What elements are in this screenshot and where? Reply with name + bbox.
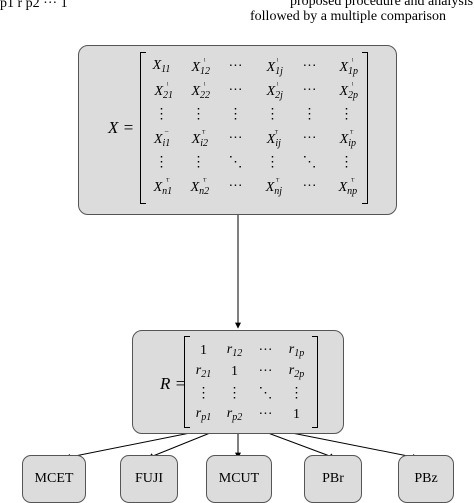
matrix-x-cell-6-2: Xn2ᵀ — [190, 176, 210, 197]
matrix-x-cell-5-6: ⋮ — [339, 155, 354, 170]
matrix-x-cell-5-4: ⋮ — [265, 155, 280, 170]
matrix-r-cell-3-1: ⋮ — [196, 385, 211, 401]
arrow-r-to-fuji — [147, 432, 211, 459]
matrix-x-left-bracket — [140, 52, 146, 204]
matrix-x-cell-5-5: ⋱ — [302, 155, 317, 170]
method-pbr-box: PBr — [304, 455, 362, 503]
method-mcet-label: MCET — [34, 471, 74, 486]
matrix-x-cell-6-4: Xnjᵀ — [265, 176, 283, 197]
method-fuji-box: FUJI — [120, 455, 178, 503]
method-fuji-label: FUJI — [134, 471, 163, 486]
matrix-x-cell-1-5: ··· — [302, 59, 317, 74]
method-pbr-label: PBr — [322, 471, 344, 486]
matrix-r-cell-1-1: 1 — [200, 342, 207, 358]
matrix-x-label: X = — [108, 118, 135, 137]
matrix-r-cell-4-1: rp1 — [195, 406, 212, 424]
matrix-x-cell-2-4: X2jˡ — [266, 80, 283, 101]
matrix-r-cell-4-4: 1 — [293, 407, 300, 423]
arrow-r-to-pbr — [267, 432, 336, 459]
matrix-x-cell-4-1: Xi1⁻ — [153, 128, 171, 149]
matrix-x-cell-2-2: X22ˡ — [191, 80, 211, 101]
top-right-fragment-2: followed by a multiple comparison — [250, 9, 446, 24]
matrix-x-cell-6-5: ··· — [302, 179, 317, 194]
matrix-x-cell-6-3: ··· — [228, 179, 243, 194]
matrix-x-right-bracket — [362, 52, 368, 204]
method-mcut-label: MCUT — [218, 471, 260, 486]
matrix-r-cell-1-2: r12 — [226, 341, 243, 359]
arrow-r-to-pbz — [291, 432, 419, 460]
matrix-r-cell-3-4: ⋮ — [289, 385, 304, 401]
matrix-r-box — [132, 330, 344, 434]
matrix-x-cell-3-5: ⋮ — [302, 107, 317, 122]
matrix-r-label: R = — [160, 374, 187, 393]
matrix-x-cell-3-4: ⋮ — [265, 107, 280, 122]
matrix-r-cell-2-1: r21 — [195, 363, 212, 381]
matrix-r-cell-2-4: r2p — [288, 363, 305, 381]
matrix-r-cell-3-3: ⋱ — [258, 385, 273, 401]
matrix-x-cell-6-1: Xn1ᵀ — [153, 176, 173, 197]
method-mcet-box: MCET — [22, 455, 86, 503]
matrix-x-cell-5-1: ⋮ — [154, 155, 169, 170]
matrix-x-cell-4-2: Xi2ᵀ — [191, 128, 209, 149]
matrix-x-cell-3-1: ⋮ — [154, 107, 169, 122]
matrix-x-cell-2-3: ··· — [228, 83, 243, 98]
method-mcut-box: MCUT — [206, 455, 272, 503]
matrix-x-cell-4-5: ··· — [302, 131, 317, 146]
matrix-r-cell-2-3: ··· — [258, 364, 273, 380]
matrix-x-cell-4-4: Xijᵀ — [266, 128, 281, 149]
matrix-x-cell-1-1: X11 — [152, 58, 171, 75]
matrix-r-cell-4-2: rp2 — [226, 406, 243, 424]
matrix-x-cell-1-2: X12ˡ — [191, 56, 211, 77]
matrix-x-cell-1-4: X1jˡ — [266, 56, 283, 77]
top-left-fragment: p1 r p2 ··· 1 — [0, 0, 68, 11]
matrix-r-grid: 1 r12 ··· r1p r21 1 ··· r2p ⋮ ⋮ ⋱ ⋮ rp1 rp2 ··· 1 — [188, 340, 312, 426]
matrix-x-cell-3-3: ⋮ — [228, 107, 243, 122]
matrix-r-cell-4-3: ··· — [258, 407, 273, 423]
method-pbz-label: PBz — [414, 471, 438, 486]
matrix-x-cell-5-3: ⋱ — [228, 155, 243, 170]
matrix-r-cell-1-3: ··· — [258, 342, 273, 358]
matrix-x-cell-2-1: X21ˡ — [154, 80, 174, 101]
matrix-r-cell-1-4: r1p — [288, 341, 305, 359]
arrow-r-to-mcet — [64, 432, 191, 460]
matrix-x-cell-6-6: Xnpᵀ — [338, 176, 358, 197]
matrix-x-cell-4-6: Xipᵀ — [339, 128, 357, 149]
matrix-r-left-bracket — [184, 336, 190, 428]
matrix-x-cell-4-3: ··· — [228, 131, 243, 146]
matrix-x-cell-3-2: ⋮ — [191, 107, 206, 122]
matrix-r-cell-3-2: ⋮ — [227, 385, 242, 401]
matrix-x-cell-5-2: ⋮ — [191, 155, 206, 170]
matrix-x-cell-2-5: ··· — [302, 83, 317, 98]
matrix-r-right-bracket — [312, 336, 318, 428]
matrix-x-box — [78, 45, 397, 215]
matrix-x-cell-3-6: ⋮ — [339, 107, 354, 122]
matrix-x-cell-2-6: X2pˡ — [339, 80, 359, 101]
method-pbz-box: PBz — [398, 455, 454, 503]
matrix-r-cell-2-2: 1 — [231, 364, 238, 380]
matrix-x-cell-1-3: ··· — [228, 59, 243, 74]
matrix-x-cell-1-6: X1pˡ — [339, 56, 359, 77]
top-right-fragment-1: proposed procedure and analysis — [290, 0, 474, 9]
